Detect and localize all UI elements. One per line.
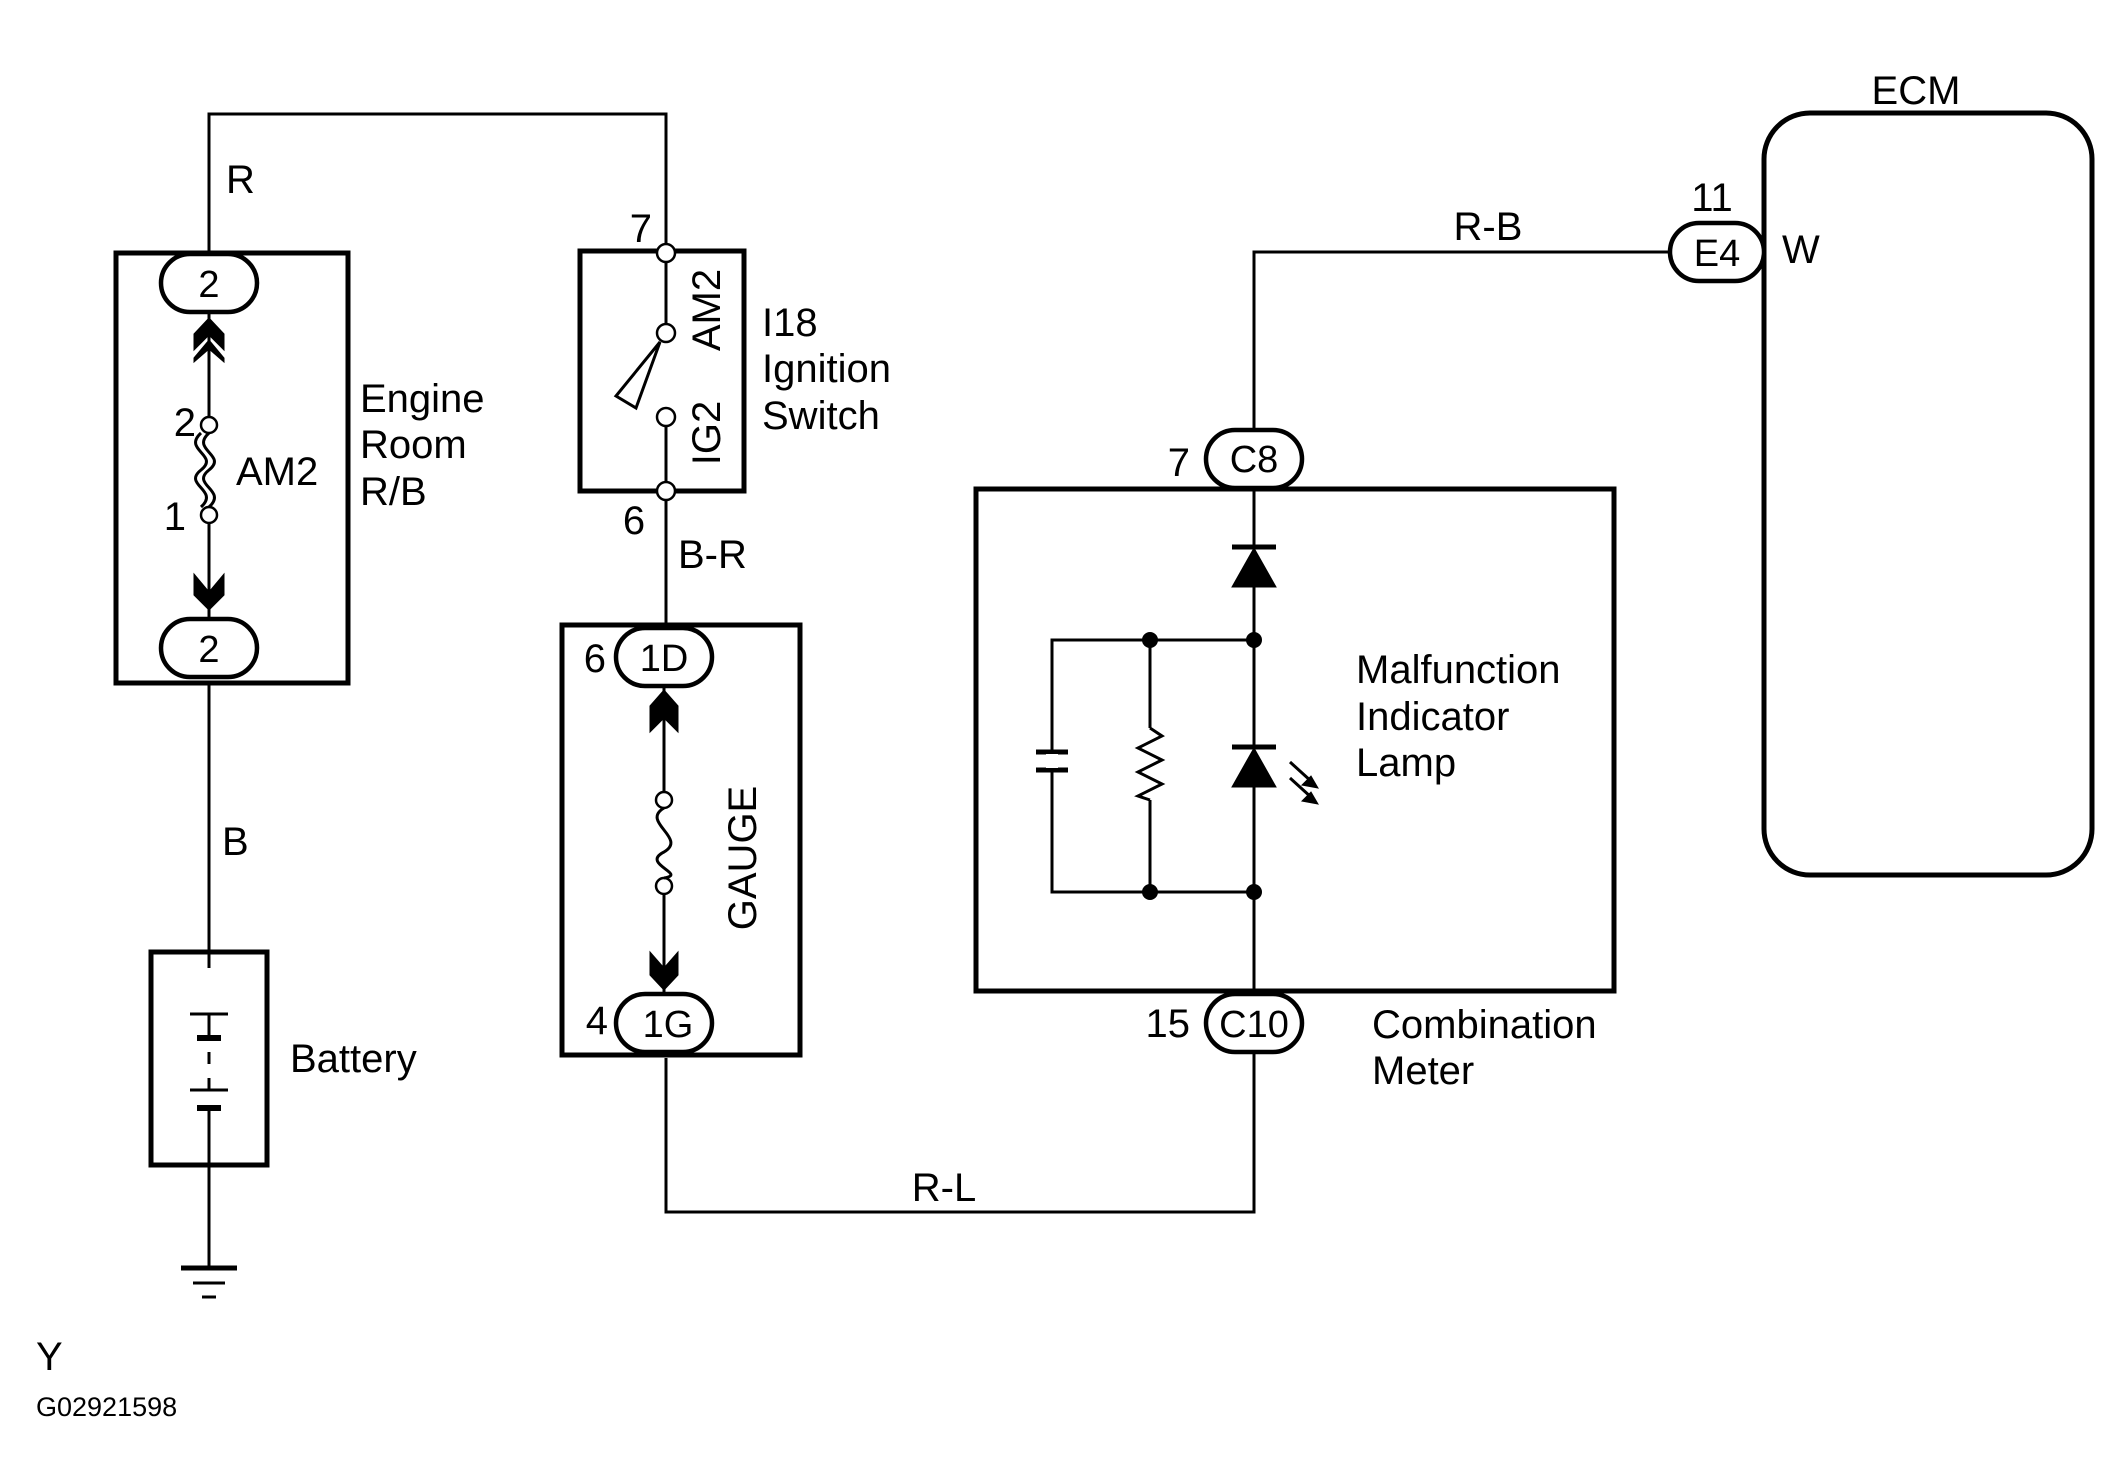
ecm-box (1761, 110, 2095, 878)
ecm-label: ECM (1872, 69, 1961, 113)
rb-label-line1: Engine (360, 377, 485, 421)
mil-label-line2: Indicator (1356, 695, 1509, 739)
ignition-label-line1: I18 (762, 301, 818, 345)
wire-r-l (664, 1052, 1256, 1214)
meter-label-line2: Meter (1372, 1049, 1474, 1093)
gauge-top-pin: 6 (584, 637, 606, 681)
combination-meter-box (973, 486, 1617, 994)
wire-label-r: R (226, 158, 255, 202)
rb-label-line3: R/B (360, 470, 427, 514)
combination-meter: C8 7 C10 15 Combination Meter Malfunctio… (973, 427, 1617, 1093)
wire-r-b (1252, 250, 1674, 430)
gauge-bottom-connector-label: 1G (643, 1004, 694, 1046)
figure-id: G02921598 (36, 1392, 177, 1422)
switch-contact-icon (613, 341, 662, 411)
battery: Battery (148, 949, 417, 1268)
rb-fuse-label: AM2 (236, 450, 318, 494)
ignition-label-line2: Ignition (762, 347, 891, 391)
diode-icon (1231, 546, 1277, 588)
wire-labels: R B B-R R-B R-L (222, 158, 1522, 1210)
ecm: ECM E4 11 W (1667, 69, 2095, 878)
up-arrow-icon (649, 689, 679, 734)
gauge-fuse-block: 1D 6 1G 4 GAUGE (559, 622, 803, 1058)
ignition-am2-label: AM2 (685, 269, 729, 351)
ignition-ig2-label: IG2 (685, 401, 729, 465)
fuse-am2-icon (194, 431, 216, 509)
down-arrow-icon (649, 950, 679, 991)
gauge-bottom-connector (613, 991, 715, 1055)
ecm-connector (1667, 220, 1767, 284)
wire-label-b-r: B-R (678, 533, 747, 577)
led-icon (1231, 746, 1277, 788)
gauge-top-connector-label: 1D (640, 638, 689, 680)
engine-room-rb: 2 2 2 1 AM2 Engine Room R/B (113, 250, 485, 686)
fuse-gauge-icon (655, 806, 673, 880)
wire-r (207, 112, 668, 254)
meter-label-line1: Combination (1372, 1003, 1597, 1047)
rb-bottom-pin: 2 (198, 629, 219, 671)
ecm-terminal: W (1782, 228, 1820, 272)
mil-label-line1: Malfunction (1356, 648, 1561, 692)
meter-top-pin: 7 (1168, 441, 1190, 485)
meter-top-connector (1203, 427, 1305, 491)
rb-fuse-pin-top: 2 (174, 401, 196, 445)
gauge-label: GAUGE (721, 786, 765, 930)
gauge-bottom-pin: 4 (586, 999, 608, 1043)
wire-label-r-l: R-L (912, 1166, 976, 1210)
rb-bottom-connector (158, 616, 260, 680)
ignition-pin-bottom: 6 (623, 499, 645, 543)
meter-bottom-connector (1203, 991, 1305, 1055)
rb-label-line2: Room (360, 423, 467, 467)
ecm-pin: 11 (1691, 176, 1733, 220)
gauge-top-connector (613, 625, 715, 689)
rb-top-pin: 2 (198, 264, 219, 306)
footer-code-letter: Y (36, 1335, 63, 1379)
ignition-label-line3: Switch (762, 394, 880, 438)
wire-label-r-b: R-B (1454, 205, 1523, 249)
rb-fuse-pin-bottom: 1 (164, 495, 186, 539)
battery-label: Battery (290, 1037, 417, 1081)
ignition-switch: 7 6 AM2 IG2 I18 Ignition Switch (577, 207, 891, 543)
meter-top-connector-label: C8 (1230, 439, 1279, 481)
ignition-pin-top: 7 (630, 207, 652, 251)
resistor-icon (1134, 726, 1166, 802)
wire-label-b: B (222, 820, 249, 864)
meter-bottom-connector-label: C10 (1219, 1004, 1289, 1046)
mil-label-line3: Lamp (1356, 741, 1456, 785)
rb-top-connector (158, 251, 260, 315)
footer: Y G02921598 (36, 1335, 177, 1422)
meter-bottom-pin: 15 (1146, 1002, 1191, 1046)
up-arrow-icon (193, 339, 225, 364)
gauge-box (559, 622, 803, 1058)
ground-icon (181, 1265, 237, 1299)
ecm-connector-label: E4 (1694, 233, 1740, 275)
